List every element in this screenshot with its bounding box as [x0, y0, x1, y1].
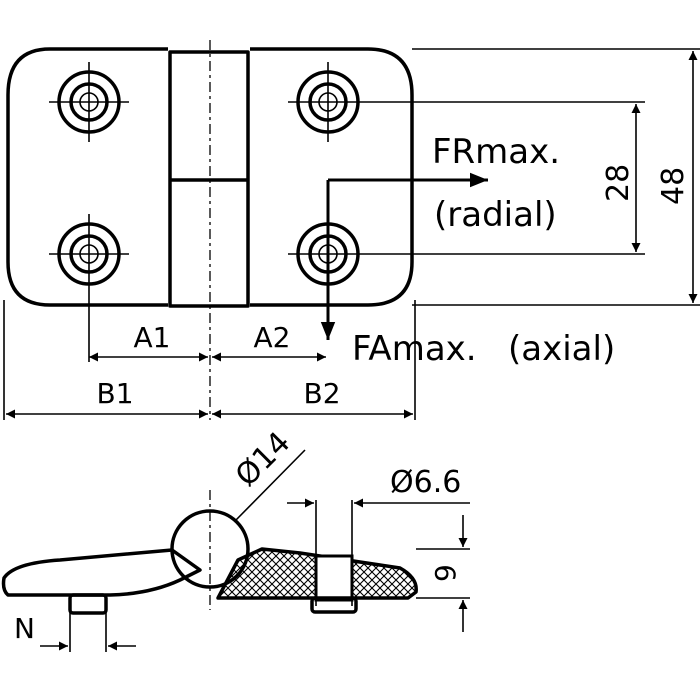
dimension-a1-label: A1 [134, 321, 171, 354]
hinge-side-view [1, 490, 418, 615]
fr-radial-label: (radial) [434, 195, 557, 235]
dimension-28 [368, 101, 645, 255]
dimension-n [40, 600, 136, 652]
mounting-hole [288, 62, 368, 142]
dimension-b [3, 300, 416, 420]
dimension-n-label: N [14, 612, 35, 645]
mounting-hole [49, 214, 129, 294]
dia-6-6-label: Ø6.6 [390, 465, 461, 500]
dimension-48 [412, 48, 700, 306]
dimension-48-label: 48 [656, 167, 691, 205]
fr-max-label: FRmax. [432, 132, 560, 172]
dimension-b2-label: B2 [303, 377, 340, 410]
dia-14-leader [235, 449, 306, 521]
dimension-a2-label: A2 [254, 321, 291, 354]
force-arrows [320, 172, 488, 340]
dimension-a [88, 294, 326, 362]
side-countersink-hole [314, 554, 354, 602]
dimension-9 [416, 515, 470, 632]
dimension-9-label: 9 [429, 564, 462, 582]
dia-14-label: Ø14 [229, 425, 297, 493]
dimension-28-label: 28 [601, 164, 636, 202]
mounting-hole [49, 62, 129, 142]
side-fastener-stud [68, 593, 108, 615]
side-left-leaf [1, 548, 202, 597]
dimension-b1-label: B1 [96, 377, 133, 410]
right-leaf-outline [250, 47, 414, 307]
fa-axial-label: (axial) [508, 329, 615, 369]
left-leaf-outline [6, 47, 168, 307]
side-bolt-stub [310, 596, 358, 614]
dimension-dia-6-6 [287, 498, 470, 606]
